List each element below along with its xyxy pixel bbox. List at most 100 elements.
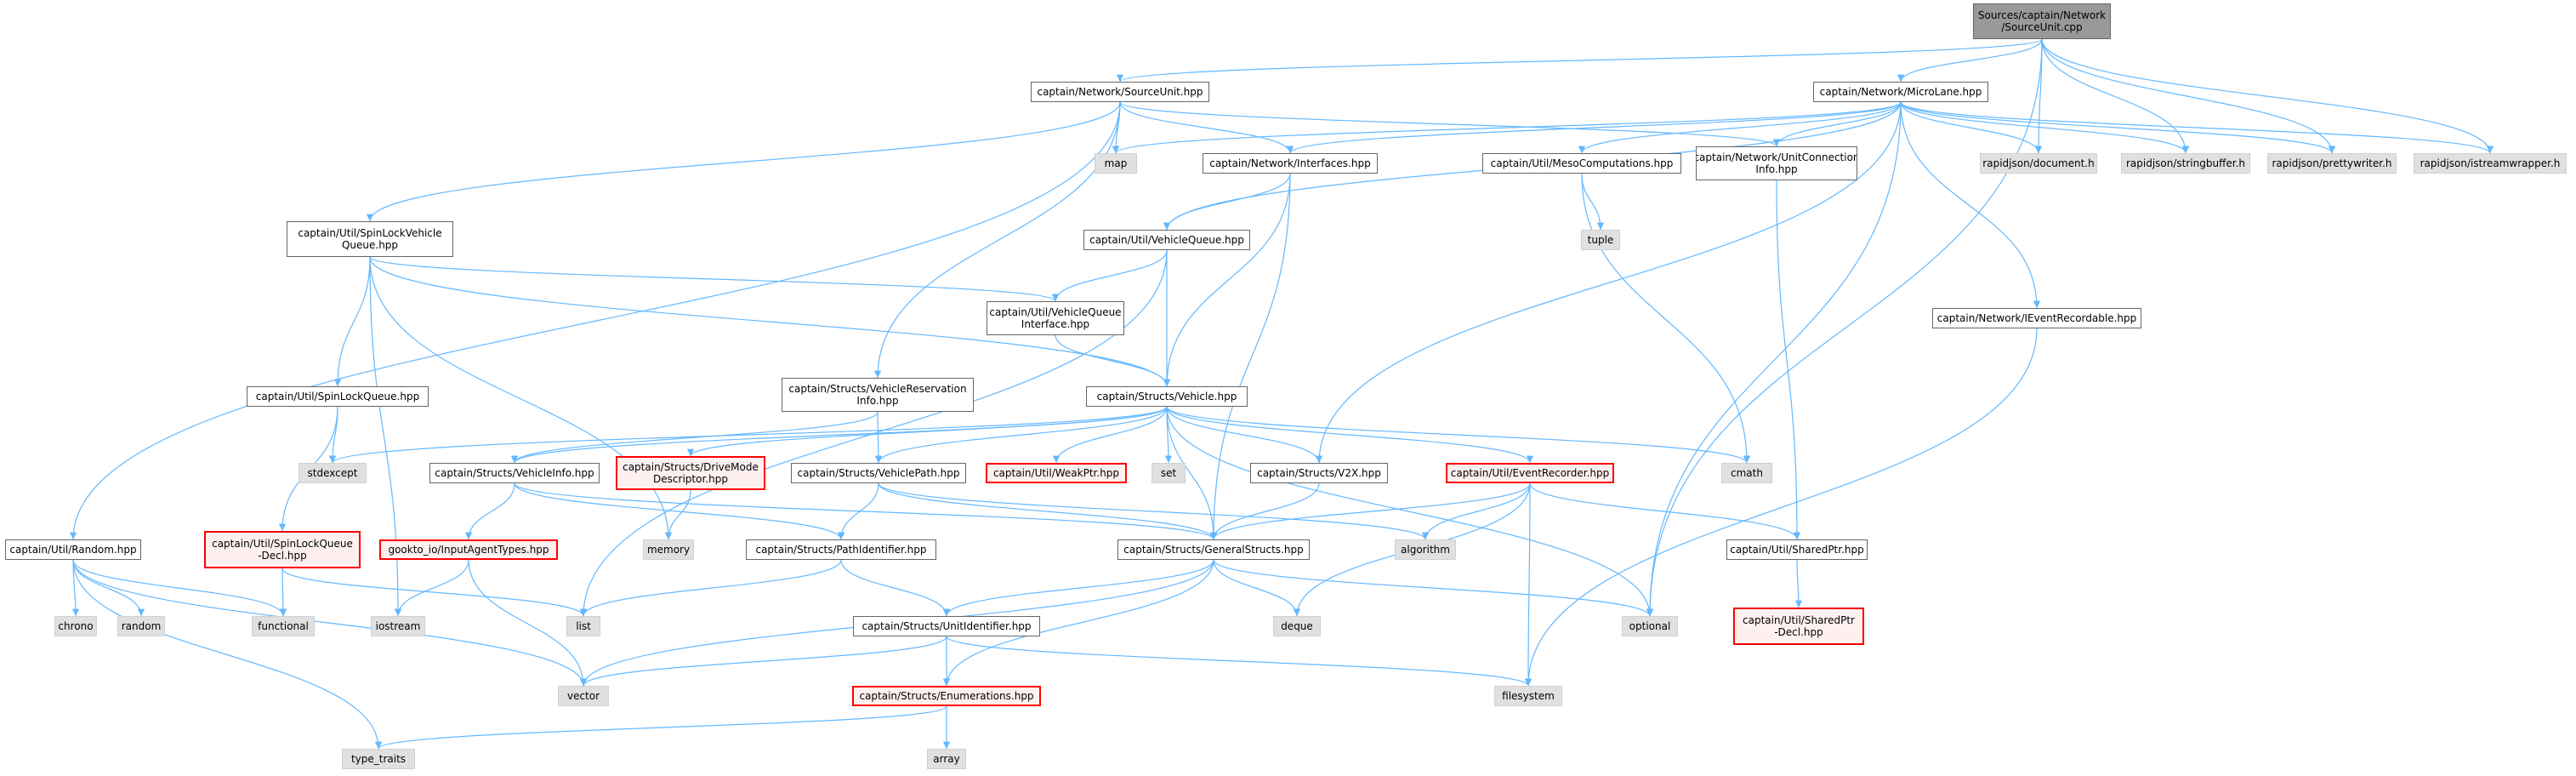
node-unit-identifier-hpp[interactable]: captain/Structs/UnitIdentifier.hpp xyxy=(853,616,1040,636)
edge-srcunit_hpp-to-random_hpp xyxy=(69,101,1121,540)
edge-spinlockvq-to-vehicle xyxy=(369,256,1171,387)
edge-vresinfo-to-vehpath xyxy=(874,411,883,464)
node-vehicle-path-hpp[interactable]: captain/Structs/VehiclePath.hpp xyxy=(791,463,966,483)
edge-spinlockq_decl-to-functional xyxy=(279,568,287,617)
edge-vehicle-to-weakptr xyxy=(1052,406,1168,464)
node-tuple[interactable]: tuple xyxy=(1581,230,1620,250)
edge-drivemode-to-memory xyxy=(664,489,691,540)
edge-spinlockvq-to-spinlockq xyxy=(333,256,371,387)
node-chrono[interactable]: chrono xyxy=(54,616,97,636)
edge-root-to-rj_istream xyxy=(2041,38,2494,154)
node-spin-lock-queue-hpp[interactable]: captain/Util/SpinLockQueue.hpp xyxy=(247,386,429,407)
edge-root-to-rj_stringbuffer xyxy=(2041,38,2190,154)
node-micro-lane-hpp[interactable]: captain/Network/MicroLane.hpp xyxy=(1813,82,1988,102)
edge-random_hpp-to-type_traits xyxy=(72,559,383,750)
edge-eventrec-to-genstructs xyxy=(1209,482,1531,540)
edge-unitid-to-filesystem xyxy=(946,636,1533,687)
edge-enums-to-type_traits xyxy=(375,705,947,750)
edge-genstructs-to-deque xyxy=(1213,559,1301,617)
node-rapidjson-stringbuffer[interactable]: rapidjson/stringbuffer.h xyxy=(2121,153,2250,174)
edge-microlane-to-optional xyxy=(1646,101,1902,617)
node-source-unit-hpp[interactable]: captain/Network/SourceUnit.hpp xyxy=(1031,82,1209,102)
edge-inputagent-to-vector xyxy=(468,559,588,687)
node-rapidjson-prettywriter[interactable]: rapidjson/prettywriter.h xyxy=(2267,153,2397,174)
node-spin-lock-queue-decl-hpp[interactable]: captain/Util/SpinLockQueue-Decl.hpp xyxy=(204,531,361,568)
edge-pathid-to-unitid xyxy=(840,559,951,617)
edge-eventrec-to-algorithm xyxy=(1421,482,1531,540)
node-weak-ptr-hpp[interactable]: captain/Util/WeakPtr.hpp xyxy=(986,463,1127,483)
edge-vehicle-to-stdexcept xyxy=(329,406,1168,464)
node-source-unit-cpp[interactable]: Sources/captain/Network/SourceUnit.cpp xyxy=(1973,3,2111,39)
node-type-traits[interactable]: type_traits xyxy=(342,749,415,769)
edge-root-to-optional xyxy=(1646,38,2043,617)
node-array[interactable]: array xyxy=(927,749,966,769)
edge-spinlockvq-to-vqiface xyxy=(369,256,1059,302)
edge-srcunit_hpp-to-unitconn xyxy=(1119,101,1780,147)
node-meso-computations-hpp[interactable]: captain/Util/MesoComputations.hpp xyxy=(1482,153,1681,174)
edge-vehinfo-to-genstructs xyxy=(514,482,1217,540)
edge-random_hpp-to-random xyxy=(72,559,145,617)
node-cmath[interactable]: cmath xyxy=(1721,463,1772,483)
edge-vehicle-to-optional xyxy=(1166,406,1654,617)
edge-eventrec-to-sharedptr xyxy=(1529,482,1801,540)
edge-vehicle-to-eventrec xyxy=(1166,406,1534,464)
node-enumerations-hpp[interactable]: captain/Structs/Enumerations.hpp xyxy=(852,686,1041,706)
node-optional[interactable]: optional xyxy=(1622,616,1678,636)
node-event-recorder-hpp[interactable]: captain/Util/EventRecorder.hpp xyxy=(1446,463,1614,483)
node-vehicle-queue-hpp[interactable]: captain/Util/VehicleQueue.hpp xyxy=(1083,230,1250,250)
node-shared-ptr-hpp[interactable]: captain/Util/SharedPtr.hpp xyxy=(1726,539,1868,560)
node-general-structs-hpp[interactable]: captain/Structs/GeneralStructs.hpp xyxy=(1117,539,1310,560)
node-ievent-recordable-hpp[interactable]: captain/Network/IEventRecordable.hpp xyxy=(1932,308,2141,328)
node-functional[interactable]: functional xyxy=(252,616,315,636)
node-vehicle-hpp[interactable]: captain/Structs/Vehicle.hpp xyxy=(1086,386,1248,407)
edge-spinlockvq-to-iostream xyxy=(369,256,402,617)
edge-microlane-to-meso xyxy=(1578,101,1902,154)
node-v2x-hpp[interactable]: captain/Structs/V2X.hpp xyxy=(1250,463,1388,483)
node-list[interactable]: list xyxy=(566,616,600,636)
node-rapidjson-istreamwrapper[interactable]: rapidjson/istreamwrapper.h xyxy=(2414,153,2567,174)
edge-interfaces-to-vehqueue xyxy=(1163,173,1291,231)
edge-vehinfo-to-inputagent xyxy=(464,482,515,540)
edge-vehpath-to-pathid xyxy=(837,482,879,540)
node-rapidjson-document[interactable]: rapidjson/document.h xyxy=(1980,153,2097,174)
edge-microlane-to-v2x xyxy=(1315,101,1902,464)
edge-microlane-to-rj_istream xyxy=(1900,101,2494,154)
edge-v2x-to-genstructs xyxy=(1209,482,1320,540)
node-memory[interactable]: memory xyxy=(643,539,694,560)
node-filesystem[interactable]: filesystem xyxy=(1494,686,1562,706)
edge-ieventrec-to-filesystem xyxy=(1524,328,2038,687)
node-vector[interactable]: vector xyxy=(558,686,609,706)
edge-vehicle-to-vehinfo xyxy=(510,406,1168,464)
node-random[interactable]: random xyxy=(117,616,165,636)
edge-microlane-to-unitconn xyxy=(1772,101,1902,147)
edge-vehicle-to-v2x xyxy=(1166,406,1323,464)
edge-vehqueue-to-vqiface xyxy=(1051,249,1168,302)
node-interfaces-hpp[interactable]: captain/Network/Interfaces.hpp xyxy=(1203,153,1378,174)
edge-interfaces-to-vehicle xyxy=(1163,173,1291,387)
node-vehicle-info-hpp[interactable]: captain/Structs/VehicleInfo.hpp xyxy=(429,463,600,483)
node-input-agent-types-hpp[interactable]: gookto_io/InputAgentTypes.hpp xyxy=(379,539,558,560)
node-algorithm[interactable]: algorithm xyxy=(1395,539,1456,560)
node-iostream[interactable]: iostream xyxy=(371,616,425,636)
edge-vehpath-to-algorithm xyxy=(878,482,1430,540)
edge-vehicle-to-drivemode xyxy=(686,406,1168,457)
node-shared-ptr-decl-hpp[interactable]: captain/Util/SharedPtr-Decl.hpp xyxy=(1733,608,1864,645)
edge-microlane-to-rj_document xyxy=(1900,101,2043,154)
edge-random_hpp-to-vector xyxy=(72,559,588,687)
node-map[interactable]: map xyxy=(1095,153,1137,174)
edge-srcunit_hpp-to-vresinfo xyxy=(873,101,1121,379)
node-random-hpp[interactable]: captain/Util/Random.hpp xyxy=(5,539,141,560)
edge-microlane-to-ieventrec xyxy=(1900,101,2041,309)
node-deque[interactable]: deque xyxy=(1273,616,1321,636)
node-set[interactable]: set xyxy=(1152,463,1186,483)
node-path-identifier-hpp[interactable]: captain/Structs/PathIdentifier.hpp xyxy=(746,539,936,560)
edge-srcunit_hpp-to-interfaces xyxy=(1119,101,1294,154)
node-stdexcept[interactable]: stdexcept xyxy=(299,463,367,483)
edge-spinlockq_decl-to-list xyxy=(281,568,588,617)
